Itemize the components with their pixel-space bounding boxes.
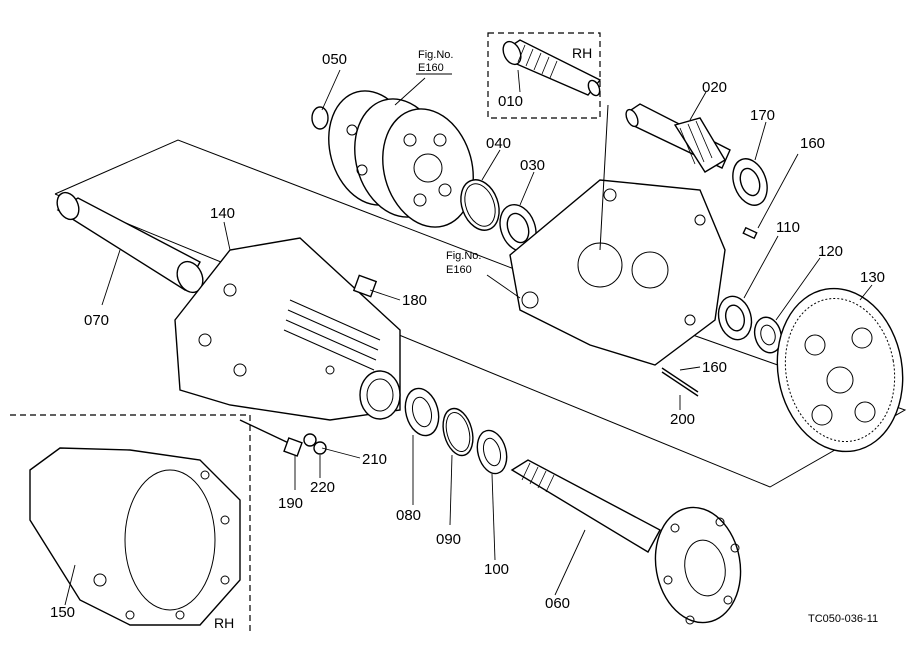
label-100[interactable]: 100 [484,561,509,578]
label-190[interactable]: 190 [278,495,303,512]
part-190-bolt[interactable] [239,419,303,457]
label-220[interactable]: 220 [310,479,335,496]
part-210-nut[interactable] [303,433,317,447]
part-030-bearing[interactable] [494,200,542,257]
label-160-top[interactable]: 160 [800,135,825,152]
part-170-bearing[interactable] [727,154,773,210]
label-110[interactable]: 110 [776,219,800,236]
part-080-seal[interactable] [400,385,443,440]
label-080[interactable]: 080 [396,507,421,524]
part-180-bolt[interactable] [352,274,378,298]
part-020-shaft[interactable] [624,103,731,173]
part-150-rh-housing[interactable] [29,447,241,626]
part-200-stud[interactable] [661,367,699,397]
fig-ref-link-2[interactable]: E160 [446,264,472,276]
label-200[interactable]: 200 [670,411,695,428]
label-060[interactable]: 060 [545,595,570,612]
part-070-tube[interactable] [53,189,208,296]
part-010-shaft[interactable] [500,39,602,98]
label-160-bottom[interactable]: 160 [702,359,727,376]
label-040[interactable]: 040 [486,135,511,152]
label-070[interactable]: 070 [84,312,109,329]
part-040-snap-ring[interactable] [454,174,506,235]
part-060-axle[interactable] [510,459,749,629]
gear-case-cover[interactable] [509,104,726,366]
fig-ref-link-1[interactable]: E160 [418,62,444,74]
part-090-snap-ring[interactable] [438,405,477,459]
leader-lines [64,69,873,606]
drawing-code: TC050-036-11 [808,613,878,625]
label-090[interactable]: 090 [436,531,461,548]
fig-no-label-1: Fig.No. [418,49,453,61]
label-150[interactable]: 150 [50,604,75,621]
part-130-gear[interactable] [765,278,916,461]
part-120-seal[interactable] [751,314,785,356]
label-050[interactable]: 050 [322,51,347,68]
rh-box-top [487,32,601,119]
rh-box-bottom [10,414,251,632]
part-050-disc-pack[interactable] [311,81,486,237]
label-210[interactable]: 210 [362,451,387,468]
label-120[interactable]: 120 [818,243,843,260]
label-130[interactable]: 130 [860,269,885,286]
rh-label-bottom: RH [214,615,234,631]
label-010[interactable]: 010 [498,93,523,110]
part-160-pin-top[interactable] [742,226,758,240]
label-140[interactable]: 140 [210,205,235,222]
part-110-bearing[interactable] [714,293,756,344]
rh-label-top: RH [572,45,592,61]
part-100-seal[interactable] [473,427,511,477]
fig-no-label-2: Fig.No. [446,250,481,262]
label-180[interactable]: 180 [402,292,427,309]
label-020[interactable]: 020 [702,79,727,96]
part-140-axle-case[interactable] [174,237,401,421]
label-030[interactable]: 030 [520,157,545,174]
part-220-washer[interactable] [313,441,327,455]
label-170[interactable]: 170 [750,107,775,124]
assembly-boundary [54,139,907,488]
